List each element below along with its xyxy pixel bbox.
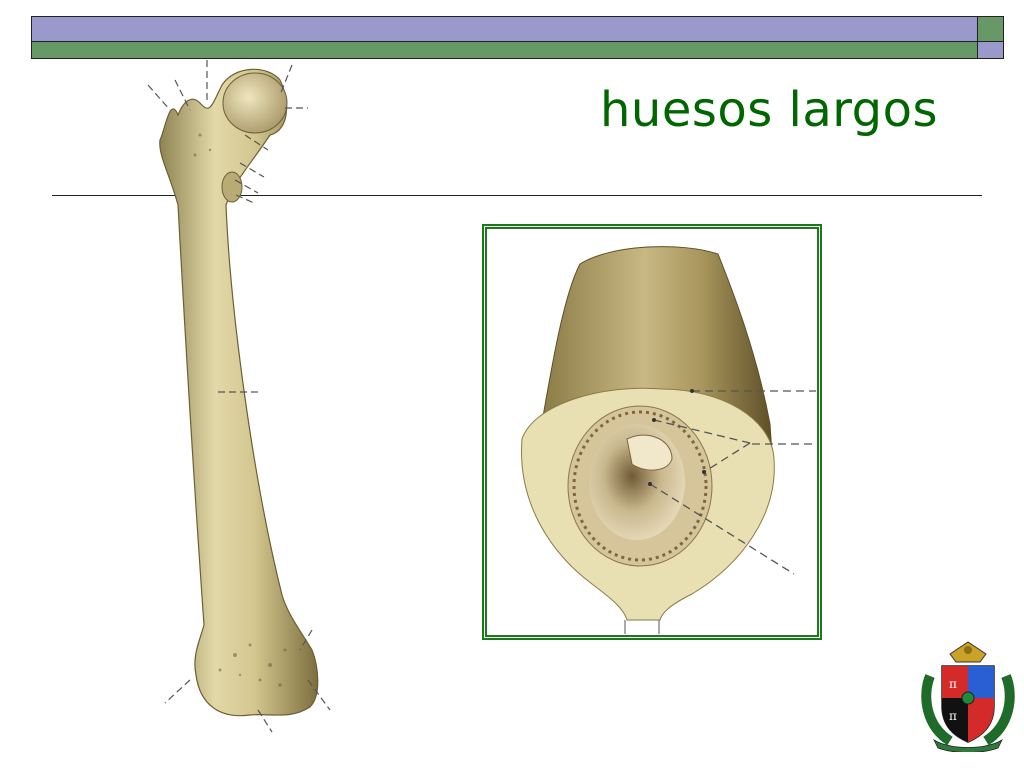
header-corner-blue — [978, 42, 1004, 59]
header-corner-green — [978, 16, 1004, 42]
svg-text:π: π — [949, 709, 957, 723]
title-divider — [52, 195, 982, 196]
femur-head — [222, 72, 288, 134]
header-bar-green — [31, 42, 978, 59]
slide-title: huesos largos — [600, 82, 938, 138]
femur-shaft — [159, 68, 319, 717]
header-bar-blue — [31, 16, 978, 42]
university-logo: π π — [921, 641, 1015, 752]
lesser-trochanter — [221, 171, 243, 203]
femur-illustration — [147, 60, 331, 733]
svg-text:π: π — [949, 677, 957, 691]
bone-cross-section-illustration — [521, 246, 816, 634]
